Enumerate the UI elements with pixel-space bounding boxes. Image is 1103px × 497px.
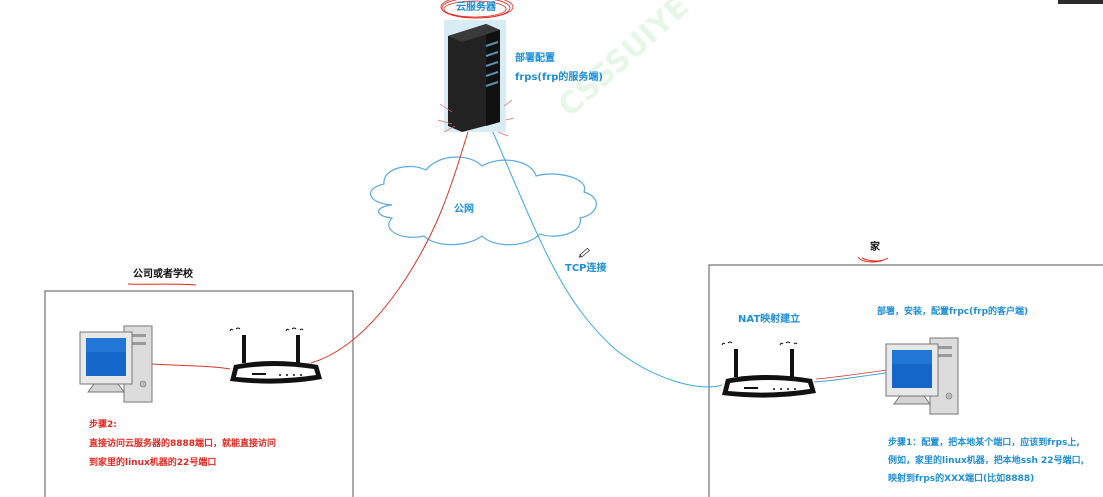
company-underline (127, 283, 197, 286)
cloud-icon (370, 156, 597, 246)
desktop-computer-icon (885, 337, 959, 415)
home-label: 家 (870, 242, 880, 253)
cloud-server-label: 云服务器 (456, 2, 496, 13)
step2-line: 到家里的linux机器的22号端口 (89, 458, 217, 468)
home-underline (857, 256, 889, 263)
frps-server-label: frps(frp的服务端) (515, 72, 603, 83)
step1-line: 步骤1：配置，把本地某个端口，应该到frps上, (888, 438, 1080, 448)
nat-mapping-label: NAT映射建立 (738, 314, 801, 325)
router-icon (229, 327, 322, 384)
deploy-config-label: 部署配置 (515, 53, 555, 64)
desktop-computer-icon (79, 325, 153, 403)
step2-line: 直接访问云服务器的8888端口，就能直接访问 (89, 439, 277, 449)
public-network-label: 公网 (454, 204, 474, 215)
step1-line: 映射到frps的XXX端口(比如8888) (888, 474, 1035, 484)
pencil-icon (578, 247, 591, 258)
company-or-school-label: 公司或者学校 (133, 269, 193, 280)
company-box (44, 290, 354, 497)
frpc-client-label: 部署，安装，配置frpc(frp的客户端) (877, 307, 1029, 317)
router-icon (721, 341, 816, 398)
cloud-server-scribble (440, 0, 514, 19)
connection-lines (149, 129, 889, 388)
corner-bar (1058, 0, 1103, 4)
home-box (708, 264, 1103, 497)
step1-line: 例如，家里的linux机器，把本地ssh 22号端口, (888, 456, 1084, 466)
server-icon (437, 20, 515, 137)
tcp-connection-label: TCP连接 (565, 263, 607, 274)
step2-title: 步骤2: (89, 420, 117, 430)
watermark: CSSSUIYE (552, 0, 696, 124)
